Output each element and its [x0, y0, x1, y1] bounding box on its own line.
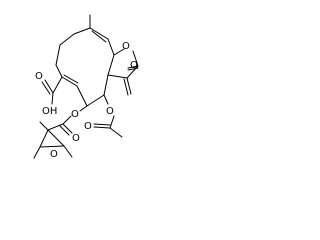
bond	[86, 94, 105, 107]
bond	[127, 65, 139, 69]
bond	[51, 92, 54, 105]
bond	[79, 105, 88, 112]
bond	[123, 78, 129, 96]
bond-layer	[33, 14, 139, 159]
bond	[127, 67, 139, 71]
bond	[109, 115, 115, 129]
bond	[109, 127, 123, 138]
atom-label-layer: O O O OH O O O O O	[35, 41, 138, 160]
bond	[91, 30, 107, 43]
bond	[76, 85, 88, 107]
atom-label: O	[35, 71, 43, 82]
atom-label: O	[122, 41, 130, 52]
atom-label: O	[72, 133, 80, 144]
bond	[59, 125, 70, 136]
bond	[52, 76, 63, 94]
bond	[61, 76, 78, 87]
bond	[39, 129, 49, 148]
bond	[44, 79, 54, 94]
bond	[107, 74, 128, 79]
bond	[103, 94, 109, 105]
bond	[33, 146, 41, 159]
bond	[126, 77, 132, 95]
bond	[55, 44, 61, 66]
bond	[73, 27, 91, 35]
bond	[93, 123, 111, 126]
bond	[132, 50, 139, 67]
bond	[107, 54, 115, 76]
bond	[107, 38, 115, 56]
atom-label: O	[106, 106, 114, 117]
bond	[59, 33, 75, 46]
atom-label: O	[84, 121, 92, 132]
atom-label: O	[71, 109, 79, 120]
atom-label: OH	[42, 106, 57, 117]
bond	[39, 121, 49, 131]
bond	[63, 145, 73, 158]
bond	[113, 48, 125, 56]
bond	[93, 126, 111, 129]
atom-label: O	[50, 149, 58, 160]
bond	[63, 74, 79, 84]
bond	[55, 64, 63, 78]
bond	[47, 129, 65, 147]
bond	[89, 27, 109, 40]
molecule-structure-diagram: O O O OH O O O O O	[33, 14, 139, 160]
bond	[39, 145, 65, 148]
atom-label: O	[130, 60, 138, 71]
bond	[62, 123, 73, 134]
bond	[47, 123, 64, 131]
bond	[103, 74, 109, 96]
bond	[41, 81, 51, 95]
bond	[62, 115, 72, 125]
